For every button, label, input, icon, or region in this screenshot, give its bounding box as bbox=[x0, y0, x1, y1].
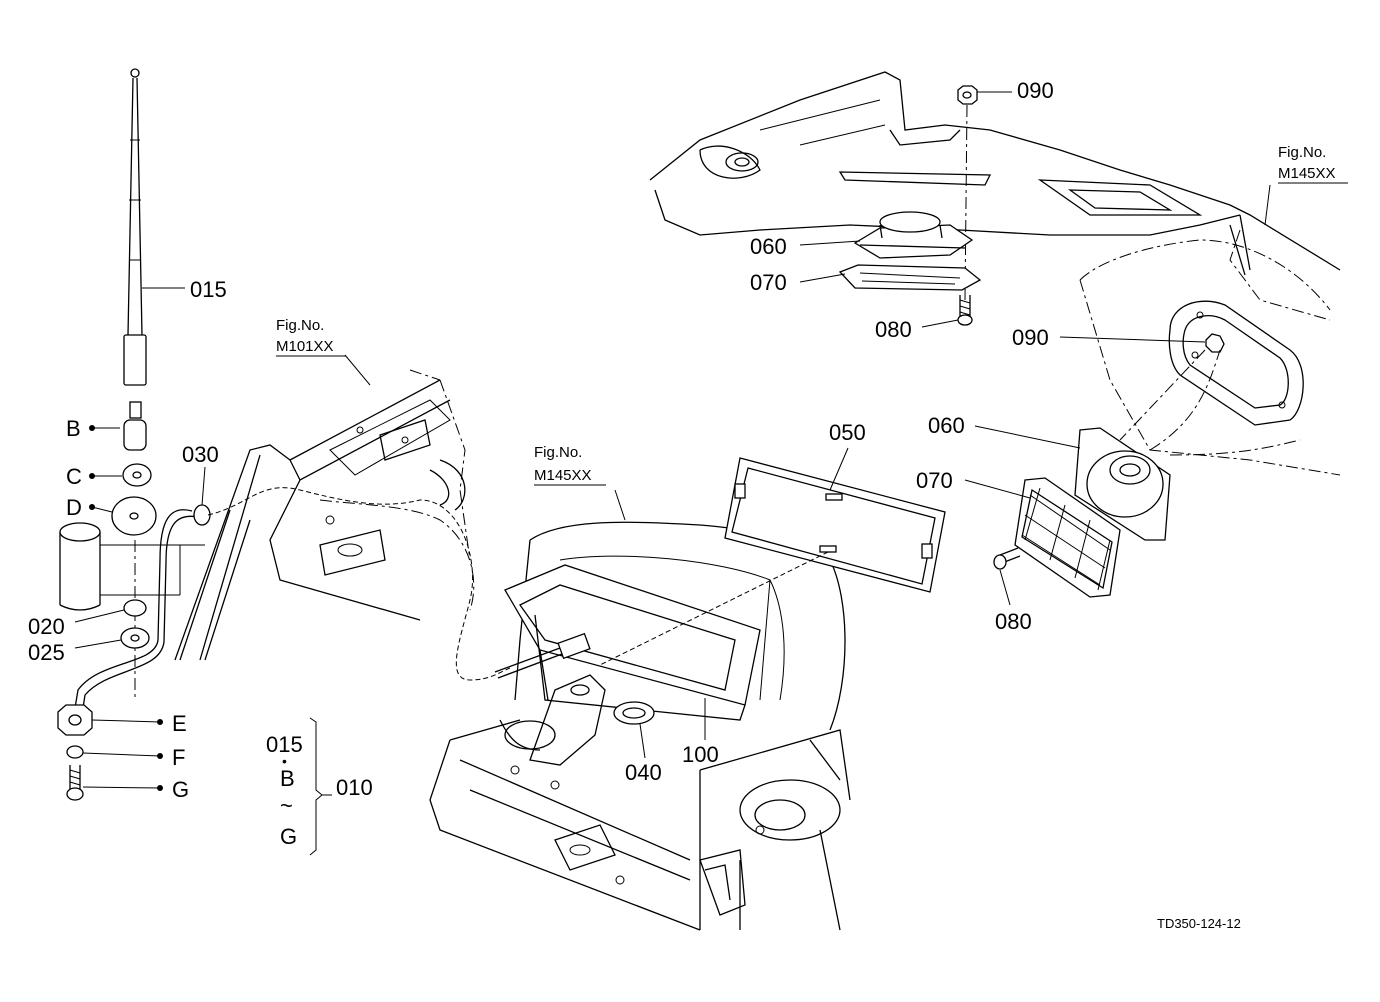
top-speaker-assembly bbox=[838, 85, 982, 326]
kit-bot: G bbox=[280, 824, 297, 849]
fig-ref-title: Fig.No. bbox=[1278, 144, 1326, 161]
label-C: C bbox=[66, 464, 82, 489]
label-E: E bbox=[172, 711, 187, 736]
side-speaker-assembly bbox=[993, 300, 1304, 598]
kit-tilde: ~ bbox=[280, 793, 293, 818]
figure-reference-3: Fig.No. M145XX bbox=[1278, 144, 1348, 184]
label-025: 025 bbox=[28, 640, 65, 665]
figure-reference-2: Fig.No. M145XX bbox=[534, 444, 606, 486]
label-090-side: 090 bbox=[1012, 325, 1049, 350]
antenna-assembly bbox=[57, 68, 211, 801]
label-060-top: 060 bbox=[750, 234, 787, 259]
label-080-top: 080 bbox=[875, 317, 912, 342]
fig-ref-title: Fig.No. bbox=[534, 444, 582, 461]
drawing-code: TD350-124-12 bbox=[1157, 916, 1241, 931]
label-G: G bbox=[172, 777, 189, 802]
label-070-side: 070 bbox=[916, 468, 953, 493]
label-100: 100 bbox=[682, 742, 719, 767]
label-040: 040 bbox=[625, 760, 662, 785]
label-050: 050 bbox=[829, 420, 866, 445]
label-B: B bbox=[66, 416, 81, 441]
label-080-side: 080 bbox=[995, 609, 1032, 634]
leader-lines bbox=[74, 91, 1206, 856]
part-labels: 015 B C D 020 025 030 E F G 040 050 060 … bbox=[28, 78, 1054, 802]
cab-frame-structure bbox=[174, 354, 511, 681]
kit-top: 015 bbox=[266, 732, 303, 757]
fig-ref-code: M101XX bbox=[276, 338, 334, 355]
figure-reference-1: Fig.No. M101XX bbox=[276, 317, 346, 357]
fig-ref-code: M145XX bbox=[534, 467, 592, 484]
kit-mid: B bbox=[280, 766, 295, 791]
kit-group-label: 015 • B ~ G 010 bbox=[266, 732, 373, 849]
label-060-side: 060 bbox=[928, 413, 965, 438]
label-D: D bbox=[66, 495, 82, 520]
radio-housing bbox=[429, 489, 851, 931]
kit-dot: • bbox=[282, 753, 287, 769]
label-070-top: 070 bbox=[750, 270, 787, 295]
label-090-top: 090 bbox=[1017, 78, 1054, 103]
fig-ref-code: M145XX bbox=[1278, 165, 1336, 182]
label-020: 020 bbox=[28, 614, 65, 639]
fig-ref-title: Fig.No. bbox=[276, 317, 324, 334]
cover-plate bbox=[599, 457, 946, 666]
label-015: 015 bbox=[190, 277, 227, 302]
kit-part-010: 010 bbox=[336, 775, 373, 800]
label-030: 030 bbox=[182, 442, 219, 467]
label-F: F bbox=[172, 745, 185, 770]
